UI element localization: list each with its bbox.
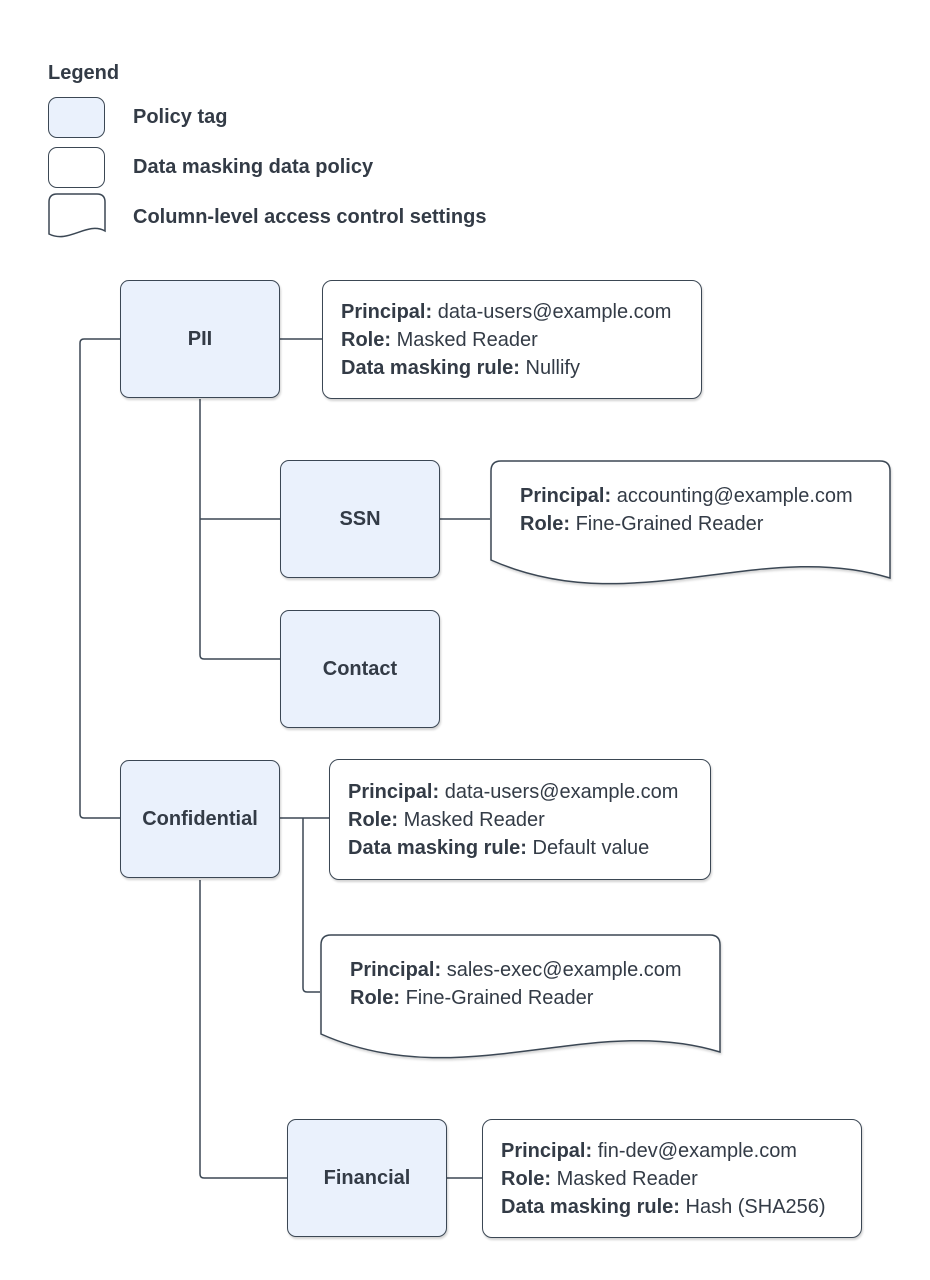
masking-rule-value: Nullify	[525, 356, 580, 379]
legend-title: Legend	[48, 62, 120, 84]
policy-tag-pii: PII	[120, 280, 280, 398]
role-label: Role:	[350, 987, 400, 1009]
policy-tag-contact-label: Contact	[322, 657, 398, 680]
policy-line-role: Role: Masked Reader	[348, 806, 696, 834]
principal-label: Principal:	[348, 780, 440, 803]
principal-label: Principal:	[341, 300, 433, 323]
policy-line-principal: Principal: fin-dev@example.com	[501, 1137, 847, 1165]
legend-swatch-access-control	[48, 193, 106, 238]
principal-label: Principal:	[520, 485, 612, 507]
policy-tag-confidential-label: Confidential	[142, 807, 258, 830]
role-label: Role:	[501, 1167, 551, 1190]
connector-pii-children	[199, 399, 280, 660]
connector-trunk-pii-confidential	[79, 338, 120, 819]
policy-tag-confidential: Confidential	[120, 760, 280, 878]
principal-label: Principal:	[501, 1139, 593, 1162]
policy-line-rule: Data masking rule: Default value	[348, 834, 696, 862]
data-policy-financial: Principal: fin-dev@example.com Role: Mas…	[482, 1119, 862, 1238]
legend-label-data-policy: Data masking data policy	[133, 156, 374, 178]
access-control-text: Principal: sales-exec@example.com Role: …	[350, 956, 682, 1012]
connector-confidential-salesdoc	[302, 818, 320, 993]
document-shape	[490, 460, 891, 585]
policy-tag-financial-label: Financial	[323, 1166, 411, 1189]
principal-value: sales-exec@example.com	[446, 959, 682, 981]
role-value: Fine-Grained Reader	[575, 513, 764, 535]
masking-rule-label: Data masking rule:	[501, 1195, 680, 1218]
policy-line-principal: Principal: data-users@example.com	[348, 778, 696, 806]
principal-label: Principal:	[350, 959, 442, 981]
policy-line-role: Role: Masked Reader	[341, 326, 687, 354]
role-label: Role:	[348, 808, 398, 831]
document-shape-small	[48, 193, 106, 238]
role-value: Masked Reader	[556, 1167, 698, 1190]
role-value: Fine-Grained Reader	[405, 987, 594, 1009]
policy-line-principal: Principal: accounting@example.com	[520, 482, 853, 510]
principal-value: data-users@example.com	[437, 300, 672, 323]
policy-line-role: Role: Fine-Grained Reader	[520, 510, 853, 538]
access-control-text: Principal: accounting@example.com Role: …	[520, 482, 853, 538]
policy-line-rule: Data masking rule: Hash (SHA256)	[501, 1193, 847, 1221]
policy-line-principal: Principal: data-users@example.com	[341, 298, 687, 326]
access-control-ssn: Principal: accounting@example.com Role: …	[490, 460, 891, 605]
policy-line-principal: Principal: sales-exec@example.com	[350, 956, 682, 984]
principal-value: data-users@example.com	[444, 780, 679, 803]
data-policy-confidential: Principal: data-users@example.com Role: …	[329, 759, 711, 880]
policy-tag-ssn-label: SSN	[339, 507, 381, 530]
access-control-sales-exec: Principal: sales-exec@example.com Role: …	[320, 934, 721, 1079]
role-value: Masked Reader	[396, 328, 538, 351]
masking-rule-label: Data masking rule:	[348, 836, 527, 859]
legend-label-access-control: Column-level access control settings	[133, 206, 487, 228]
policy-line-role: Role: Masked Reader	[501, 1165, 847, 1193]
policy-line-rule: Data masking rule: Nullify	[341, 354, 687, 382]
role-label: Role:	[341, 328, 391, 351]
masking-rule-label: Data masking rule:	[341, 356, 520, 379]
legend-swatch-policy-tag	[48, 97, 105, 138]
role-value: Masked Reader	[403, 808, 545, 831]
data-policy-pii: Principal: data-users@example.com Role: …	[322, 280, 702, 399]
principal-value: fin-dev@example.com	[597, 1139, 797, 1162]
policy-tag-pii-label: PII	[187, 327, 213, 350]
policy-line-role: Role: Fine-Grained Reader	[350, 984, 682, 1012]
document-shape	[320, 934, 721, 1059]
policy-tag-ssn: SSN	[280, 460, 440, 578]
policy-tag-contact: Contact	[280, 610, 440, 728]
role-label: Role:	[520, 513, 570, 535]
masking-rule-value: Hash (SHA256)	[685, 1195, 826, 1218]
policy-tag-financial: Financial	[287, 1119, 447, 1237]
connector-confidential-financial	[199, 880, 287, 1179]
principal-value: accounting@example.com	[616, 485, 853, 507]
masking-rule-value: Default value	[532, 836, 650, 859]
legend-swatch-data-policy	[48, 147, 105, 188]
legend-label-policy-tag: Policy tag	[133, 106, 228, 128]
